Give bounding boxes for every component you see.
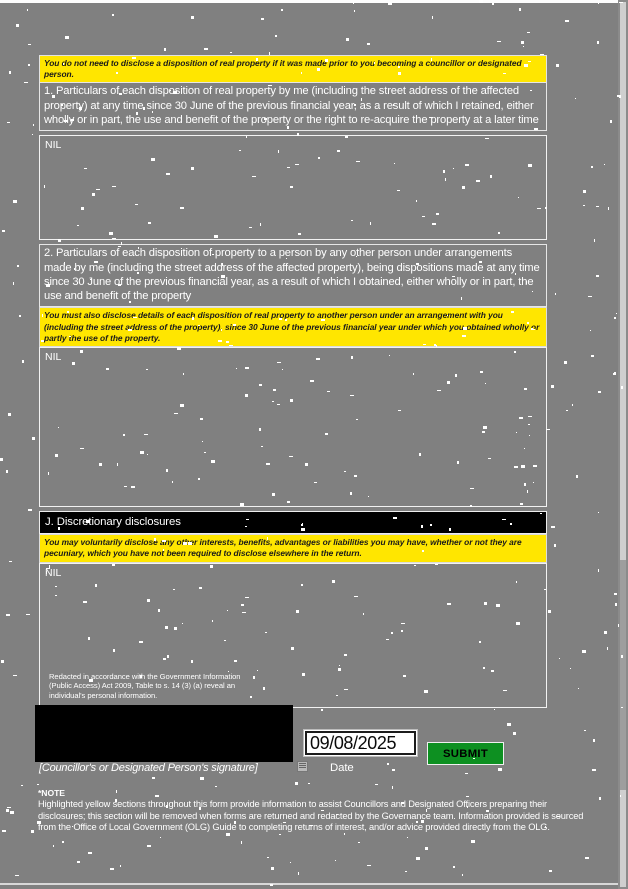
answer-field-1[interactable]: NIL: [39, 135, 547, 241]
footer-note-body: Highlighted yellow sections throughout t…: [38, 799, 584, 833]
date-field-inner: 09/08/2025: [305, 731, 416, 755]
signature-caption: [Councillor's or Designated Person's sig…: [39, 762, 258, 774]
resize-handle-icon[interactable]: [297, 761, 308, 772]
yellow-note-disposition-other-person: You must also disclose details of each d…: [39, 307, 547, 348]
redaction-note: Redacted in accordance with the Governme…: [49, 671, 241, 700]
footer-note: *NOTE Highlighted yellow sections throug…: [38, 788, 589, 834]
bottom-divider: [0, 883, 628, 885]
signature-redaction-block: [35, 705, 293, 762]
submit-button[interactable]: SUBMIT: [427, 742, 504, 765]
footer-note-heading: *NOTE: [38, 788, 65, 798]
answer-1-value: NIL: [45, 139, 62, 152]
question-2-text: 2. Particulars of each disposition of pr…: [39, 244, 547, 308]
answer-field-2[interactable]: NIL: [39, 347, 547, 508]
answer-field-discretionary[interactable]: NIL Redacted in accordance with the Gove…: [39, 562, 547, 708]
date-caption: Date: [330, 762, 354, 774]
answer-j-value: NIL: [45, 566, 62, 579]
scrollbar-thumb[interactable]: [620, 560, 626, 790]
date-value: 09/08/2025: [310, 733, 397, 753]
form-body: You do not need to disclose a dispositio…: [39, 55, 547, 708]
yellow-note-discretionary: You may voluntarily disclose any other i…: [39, 534, 547, 563]
scrollbar[interactable]: [618, 0, 628, 889]
scrollbar-rail: [620, 2, 626, 887]
top-divider: [0, 0, 628, 3]
date-field[interactable]: 09/08/2025: [303, 729, 418, 757]
yellow-note-disposition-prior: You do not need to disclose a dispositio…: [39, 55, 547, 83]
question-1-text: 1. Particulars of each disposition of re…: [39, 82, 547, 132]
section-j-heading: J. Discretionary disclosures: [39, 511, 547, 535]
answer-2-value: NIL: [45, 351, 62, 364]
